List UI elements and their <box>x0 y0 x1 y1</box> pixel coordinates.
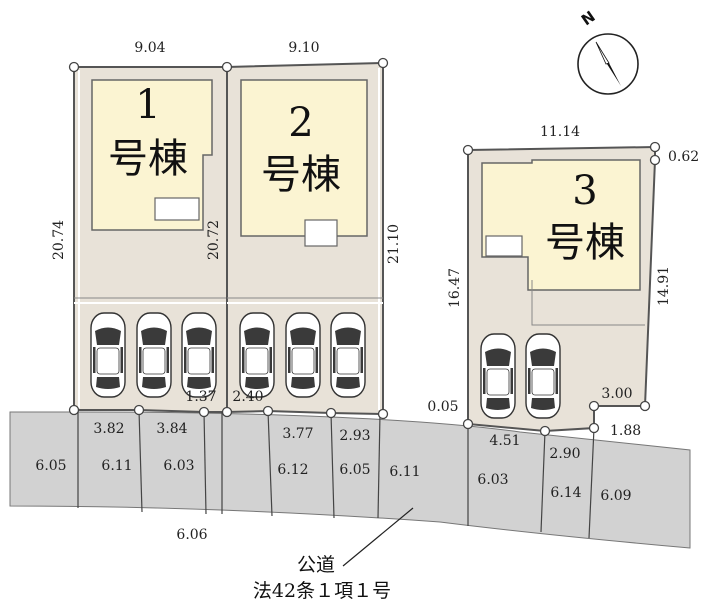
lot-3-number: 3 <box>572 168 597 214</box>
lot-3-suffix: 号棟 <box>545 220 625 266</box>
parked-car-icon <box>525 333 561 419</box>
lot-3-notch-w: 3.00 <box>601 386 632 402</box>
building-3 <box>481 159 641 291</box>
road-width: 6.11 <box>101 458 132 474</box>
parking-cars <box>90 312 561 419</box>
lot-2-front-b: 3.77 <box>282 426 313 442</box>
lot-3-corner-left-dim: 0.05 <box>427 399 458 415</box>
boundary-marker <box>639 400 651 412</box>
boundary-markers <box>68 57 661 437</box>
building-1 <box>91 79 213 231</box>
parked-car-icon <box>90 312 126 398</box>
lot-1-front-a: 3.82 <box>93 421 124 437</box>
lot-2-top-dim: 9.10 <box>288 40 319 56</box>
parked-car-icon <box>480 333 516 419</box>
road-width-line <box>588 427 595 539</box>
parked-car-icon <box>136 312 172 398</box>
road-label-leader <box>342 507 414 567</box>
public-road <box>9 411 691 549</box>
parked-car-icon <box>181 312 217 398</box>
boundary-marker <box>588 400 600 412</box>
boundary-marker <box>462 418 474 430</box>
road-width-line <box>203 411 207 515</box>
boundary-marker <box>221 406 233 418</box>
road-width: 6.14 <box>550 485 581 501</box>
lot-3-front-b: 2.90 <box>549 446 580 462</box>
entry-step-3 <box>485 235 523 257</box>
boundary-marker <box>377 408 389 420</box>
lot-1-number: 1 <box>135 82 160 128</box>
road-width: 6.11 <box>389 464 420 480</box>
lot-3-front-a: 4.51 <box>489 433 520 449</box>
boundary-marker <box>377 57 389 69</box>
road-width-labels: 6.05 6.11 6.03 6.06 6.12 6.05 6.11 6.03 … <box>35 458 631 543</box>
lot-2-front-a: 2.40 <box>232 389 263 405</box>
lot-2-number: 2 <box>288 100 313 146</box>
road-width: 6.03 <box>163 458 194 474</box>
lot-1-front-b: 3.84 <box>156 421 187 437</box>
north-label: N <box>578 7 599 29</box>
road-width-line <box>377 413 381 519</box>
lot-2-right-dim: 21.10 <box>386 224 402 264</box>
parked-car-icon <box>330 312 366 398</box>
lot-1-front-c: 1.37 <box>185 389 216 405</box>
road-width: 6.05 <box>35 458 66 474</box>
road-width-line <box>330 412 335 519</box>
road-width-lines <box>77 409 595 539</box>
road-width: 6.03 <box>477 472 508 488</box>
lot-1-top-dim: 9.04 <box>134 40 165 56</box>
road-width-line <box>267 410 273 517</box>
boundary-marker <box>539 425 551 437</box>
road-width: 6.05 <box>339 462 370 478</box>
boundary-marker <box>198 406 210 418</box>
entry-step-1 <box>154 197 200 221</box>
road-classification: 法42条１項１号 <box>253 580 391 602</box>
lot-2-front-c: 2.93 <box>339 428 370 444</box>
road-width: 6.09 <box>600 488 631 504</box>
lot-1-suffix: 号棟 <box>108 136 188 182</box>
lot-1-right-dim: 20.72 <box>206 220 222 260</box>
boundary-marker <box>68 404 80 416</box>
lot-2-suffix: 号棟 <box>261 152 341 198</box>
lot-3-right-dim: 14.91 <box>656 266 672 306</box>
lot-3-left-dim: 16.47 <box>447 268 463 308</box>
boundary-marker <box>221 61 233 73</box>
road-name: 公道 <box>297 554 335 576</box>
lot-3-notch-h: 1.88 <box>610 423 641 439</box>
boundary-marker <box>262 405 274 417</box>
boundary-marker <box>462 144 474 156</box>
entry-step-2 <box>304 219 338 247</box>
boundary-marker <box>325 407 337 419</box>
lot-3-corner-dim: 0.62 <box>668 149 699 165</box>
boundary-marker <box>649 141 661 153</box>
boundary-marker <box>649 154 661 166</box>
boundary-marker <box>588 422 600 434</box>
parked-car-icon <box>285 312 321 398</box>
boundary-marker <box>133 404 145 416</box>
lot-1-left-dim: 20.74 <box>51 220 67 260</box>
lot-3-top-dim: 11.14 <box>540 124 580 140</box>
parked-car-icon <box>239 312 275 398</box>
road-width: 6.06 <box>176 527 207 543</box>
road-width-line <box>138 409 143 513</box>
road-width-line <box>540 430 546 533</box>
boundary-marker <box>68 61 80 73</box>
north-compass-icon: N <box>577 7 639 95</box>
building-2 <box>240 79 368 237</box>
road-width: 6.12 <box>277 462 308 478</box>
